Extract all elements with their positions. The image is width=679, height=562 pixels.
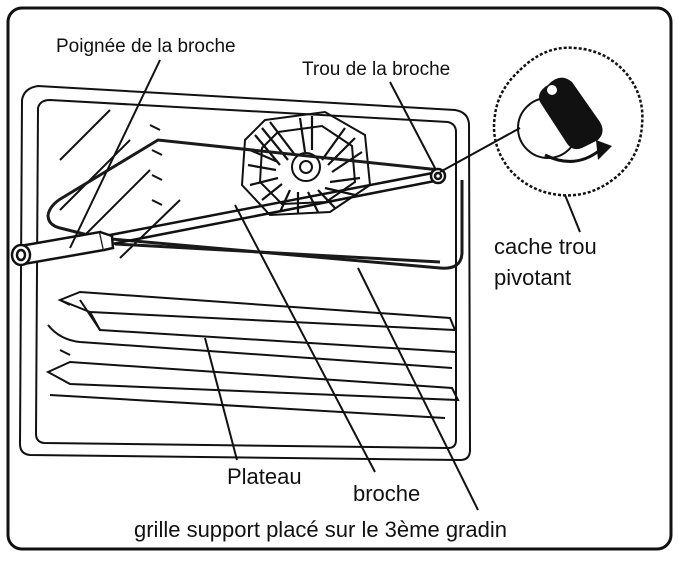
drip-tray	[45, 290, 460, 419]
label-poignee: Poignée de la broche	[56, 36, 236, 57]
label-plateau: Plateau	[227, 464, 302, 489]
spit-handle	[10, 230, 115, 267]
label-trou: Trou de la broche	[302, 59, 450, 80]
label-cache-line1: cache trou	[494, 234, 597, 259]
label-cache-line2: pivotant	[494, 265, 571, 290]
spit-rod	[109, 167, 447, 246]
rotation-arrow-icon	[544, 140, 612, 163]
label-grille: grille support placé sur le 3ème gradin	[134, 517, 507, 542]
leader-lines	[69, 59, 581, 511]
label-broche: broche	[353, 481, 420, 506]
detail-zoom-circle	[492, 46, 644, 197]
pivot-cover-icon	[539, 77, 603, 150]
wire-rack	[46, 138, 464, 270]
